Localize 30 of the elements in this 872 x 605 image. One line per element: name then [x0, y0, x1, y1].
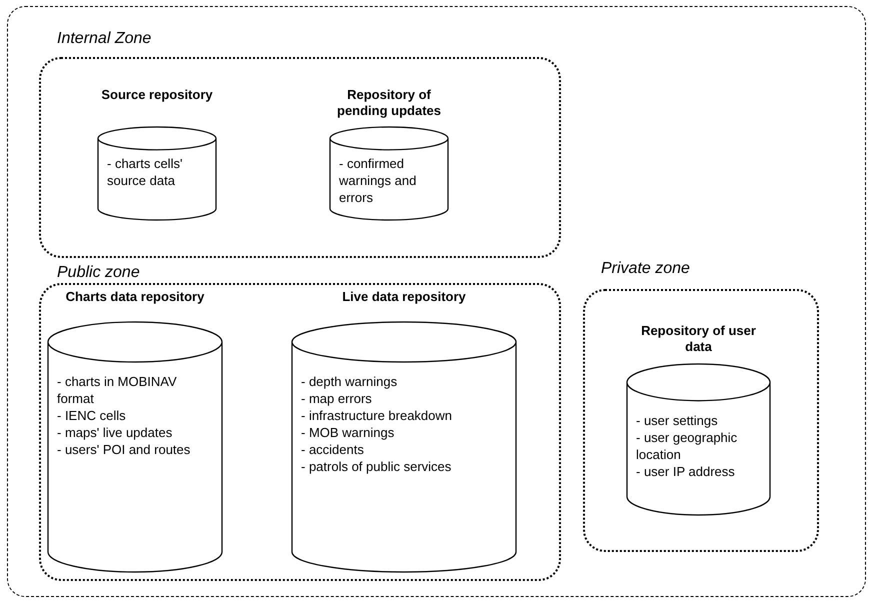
- zone-group: [39, 29, 561, 258]
- data-item: - MOB warnings: [301, 424, 396, 441]
- data-item: - maps' live updates: [57, 424, 174, 441]
- database-title: Repository of pending updates: [336, 87, 442, 119]
- database-node: [626, 323, 771, 516]
- data-item: - user settings: [636, 412, 719, 429]
- database-title: Live data repository: [341, 289, 467, 305]
- database-node: [97, 87, 217, 221]
- zone-label: Internal Zone: [57, 29, 152, 49]
- data-item: - confirmed warnings and errors: [339, 154, 418, 206]
- zone-group: [583, 259, 819, 552]
- data-item: - infrastructure breakdown: [301, 407, 454, 424]
- data-item: - map errors: [301, 390, 373, 407]
- data-item: - IENC cells: [57, 407, 127, 424]
- outer-frame: [7, 6, 866, 597]
- data-item: - patrols of public services: [301, 458, 452, 475]
- data-item: - charts cells' source data: [107, 154, 184, 189]
- zone-label: Private zone: [601, 259, 690, 279]
- database-node: [329, 87, 449, 221]
- zone-label: Public zone: [57, 263, 140, 283]
- database-title: Source repository: [100, 87, 214, 103]
- data-item: - users' POI and routes: [57, 441, 192, 458]
- data-item: - charts in MOBINAV format: [57, 373, 178, 407]
- database-title: Repository of user data: [640, 323, 757, 355]
- zone-group: [39, 263, 561, 581]
- data-item: - depth warnings: [301, 373, 398, 390]
- database-title: Charts data repository: [64, 289, 206, 305]
- data-item: - user geographic location: [636, 428, 738, 463]
- data-item: - accidents: [301, 441, 365, 458]
- data-item: - user IP address: [636, 462, 736, 480]
